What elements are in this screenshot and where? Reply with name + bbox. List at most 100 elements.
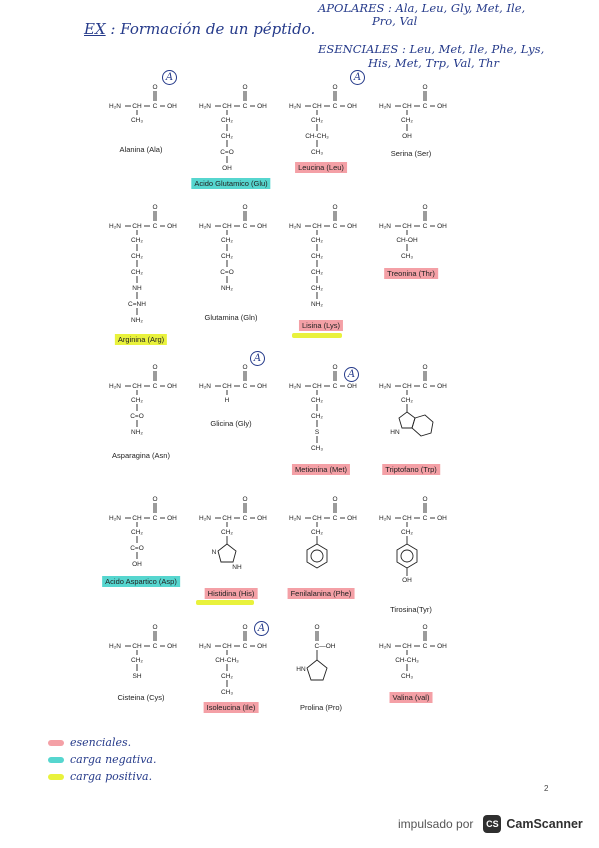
amine-group: H₂N (199, 383, 211, 390)
side-chain-group: S (315, 429, 320, 436)
alpha-carbon: CH (132, 223, 142, 230)
side-chain-group: CH₃ (221, 689, 233, 696)
side-chain-group: CH₂ (311, 117, 323, 124)
carboxyl-carbon: C (333, 383, 338, 390)
circled-a-mark: A (162, 70, 177, 85)
side-chain-group: CH₂ (221, 529, 233, 536)
legend-esenciales: esenciales. (48, 736, 131, 749)
circled-a-mark: A (350, 70, 365, 85)
amino-acid-name: Glutamina (Gln) (204, 313, 258, 322)
carbonyl-oxygen: O (242, 84, 247, 91)
amino-acid-name: Acido Glutamico (Glu) (191, 178, 271, 189)
alpha-carbon: CH (132, 383, 142, 390)
amino-acid-name: Fenilalanina (Phe) (287, 588, 355, 599)
side-chain-group: C=O (130, 545, 144, 552)
side-chain-group: CH₂ (221, 237, 233, 244)
carboxyl-carbon: C (243, 103, 248, 110)
amine-group: H₂N (109, 515, 121, 522)
circled-a-mark: A (254, 621, 269, 636)
carbonyl-oxygen: O (314, 624, 319, 631)
pyrrole-ring (398, 411, 416, 429)
alpha-carbon: CH (132, 643, 142, 650)
carbonyl-oxygen: O (152, 364, 157, 371)
side-chain-group: CH₂ (311, 413, 323, 420)
amino-acid-name: Histidina (His) (204, 588, 258, 599)
carboxyl-group: C—OH (315, 643, 336, 650)
carboxyl-carbon: C (333, 515, 338, 522)
side-chain-group: SH (132, 673, 141, 680)
alpha-carbon: CH (312, 223, 322, 230)
amine-group: H₂N (379, 383, 391, 390)
legend-carga-positiva: carga positiva. (48, 770, 152, 783)
hydroxyl-group: OH (167, 383, 177, 390)
amine-group: H₂N (109, 103, 121, 110)
side-chain-group: CH-CH₃ (305, 133, 329, 140)
carboxyl-carbon: C (243, 515, 248, 522)
side-chain-group: CH₂ (311, 253, 323, 260)
alpha-carbon: CH (132, 515, 142, 522)
hydroxyl-group: OH (347, 383, 357, 390)
side-chain-group: CH₂ (221, 133, 233, 140)
carboxyl-carbon: C (153, 643, 158, 650)
legend-swatch-yellow (48, 773, 64, 780)
carboxyl-carbon: C (333, 223, 338, 230)
side-chain-group: NH₂ (131, 429, 143, 436)
side-chain-group: CH₃ (401, 673, 413, 680)
carbonyl-oxygen: O (242, 204, 247, 211)
benzene-ring (306, 543, 328, 569)
amino-acid-name: Cisteina (Cys) (117, 693, 165, 702)
side-chain-group: CH₂ (311, 529, 323, 536)
side-chain-group: CH₂ (401, 117, 413, 124)
carbonyl-oxygen: O (242, 364, 247, 371)
ring-nitrogen: N (212, 549, 217, 556)
carboxyl-carbon: C (153, 383, 158, 390)
side-chain-group: CH₃ (131, 117, 143, 124)
hydroxyl-group: OH (167, 643, 177, 650)
hydroxyl-group: OH (257, 223, 267, 230)
exercise-title: EX : Formación de un péptido. (84, 20, 315, 38)
page-number: 2 (544, 784, 549, 793)
alpha-carbon: CH (222, 103, 232, 110)
side-chain-group: OH (402, 133, 412, 140)
amino-acid-name: Leucina (Leu) (295, 162, 347, 173)
alpha-carbon: CH (222, 223, 232, 230)
amine-group: H₂N (109, 383, 121, 390)
carboxyl-carbon: C (423, 515, 428, 522)
side-chain-group: C=O (220, 149, 234, 156)
hydroxyl-group: OH (167, 103, 177, 110)
benzene-ring (396, 543, 418, 569)
hydroxyl-group: OH (167, 515, 177, 522)
legend-carga-negativa: carga negativa. (48, 753, 156, 766)
carboxyl-carbon: C (243, 383, 248, 390)
carbonyl-oxygen: O (422, 84, 427, 91)
side-chain-group: CH₂ (311, 269, 323, 276)
amino-acid-name: Prolina (Pro) (299, 703, 343, 712)
carbonyl-oxygen: O (422, 624, 427, 631)
amine-group: H₂N (379, 515, 391, 522)
amine-group: H₂N (199, 223, 211, 230)
circled-a-mark: A (250, 351, 265, 366)
amine-group: H₂N (199, 515, 211, 522)
exercise-title-text: : Formación de un péptido. (110, 20, 316, 38)
hydroxyl-group: OH (257, 103, 267, 110)
amino-acid-name: Triptofano (Trp) (382, 464, 440, 475)
